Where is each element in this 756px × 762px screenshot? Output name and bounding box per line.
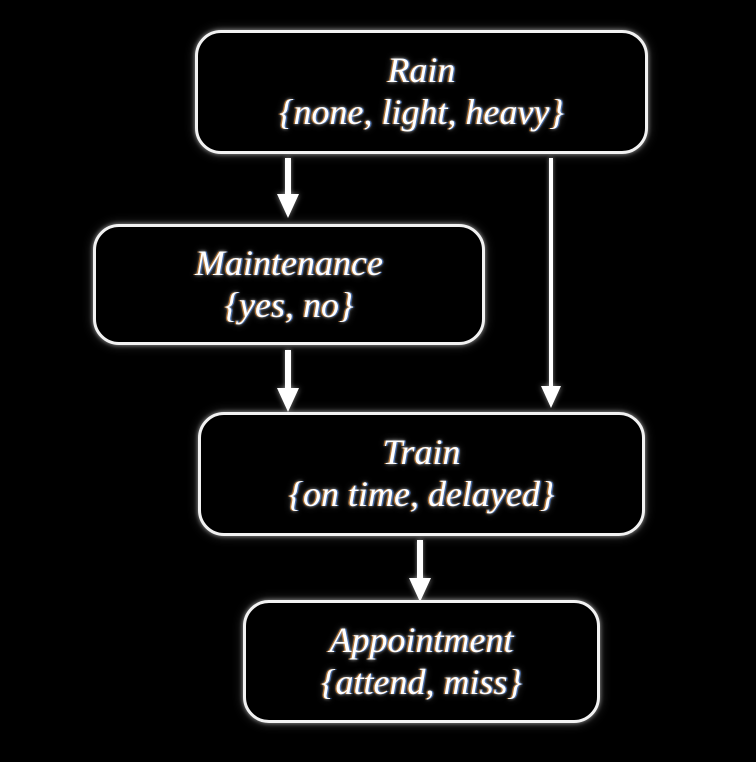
node-train-values: {on time, delayed} — [288, 474, 555, 514]
edge-shaft — [417, 540, 423, 582]
node-appointment-values: {attend, miss} — [321, 661, 522, 702]
node-appointment[interactable]: Appointment {attend, miss} — [243, 600, 600, 723]
edge-train-to-appointment — [400, 540, 440, 602]
down-arrow-icon — [277, 194, 299, 218]
node-maintenance-title: Maintenance — [195, 242, 383, 283]
node-rain-title: Rain — [387, 50, 456, 91]
edge-rain-to-maintenance — [268, 158, 308, 218]
node-maintenance[interactable]: Maintenance {yes, no} — [93, 224, 485, 345]
down-arrow-icon — [277, 388, 299, 412]
edge-maintenance-to-train — [268, 350, 308, 412]
node-rain-values: {none, light, heavy} — [279, 92, 564, 132]
down-arrow-icon — [541, 386, 561, 408]
edge-shaft — [285, 350, 291, 392]
edge-shaft — [549, 158, 553, 388]
down-arrow-icon — [409, 578, 431, 602]
node-maintenance-values: {yes, no} — [224, 284, 354, 325]
node-appointment-title: Appointment — [329, 619, 514, 660]
node-train-title: Train — [382, 432, 461, 473]
edge-rain-to-train — [531, 158, 571, 408]
node-train[interactable]: Train {on time, delayed} — [198, 412, 645, 536]
node-rain[interactable]: Rain {none, light, heavy} — [195, 30, 648, 154]
edge-shaft — [285, 158, 291, 198]
